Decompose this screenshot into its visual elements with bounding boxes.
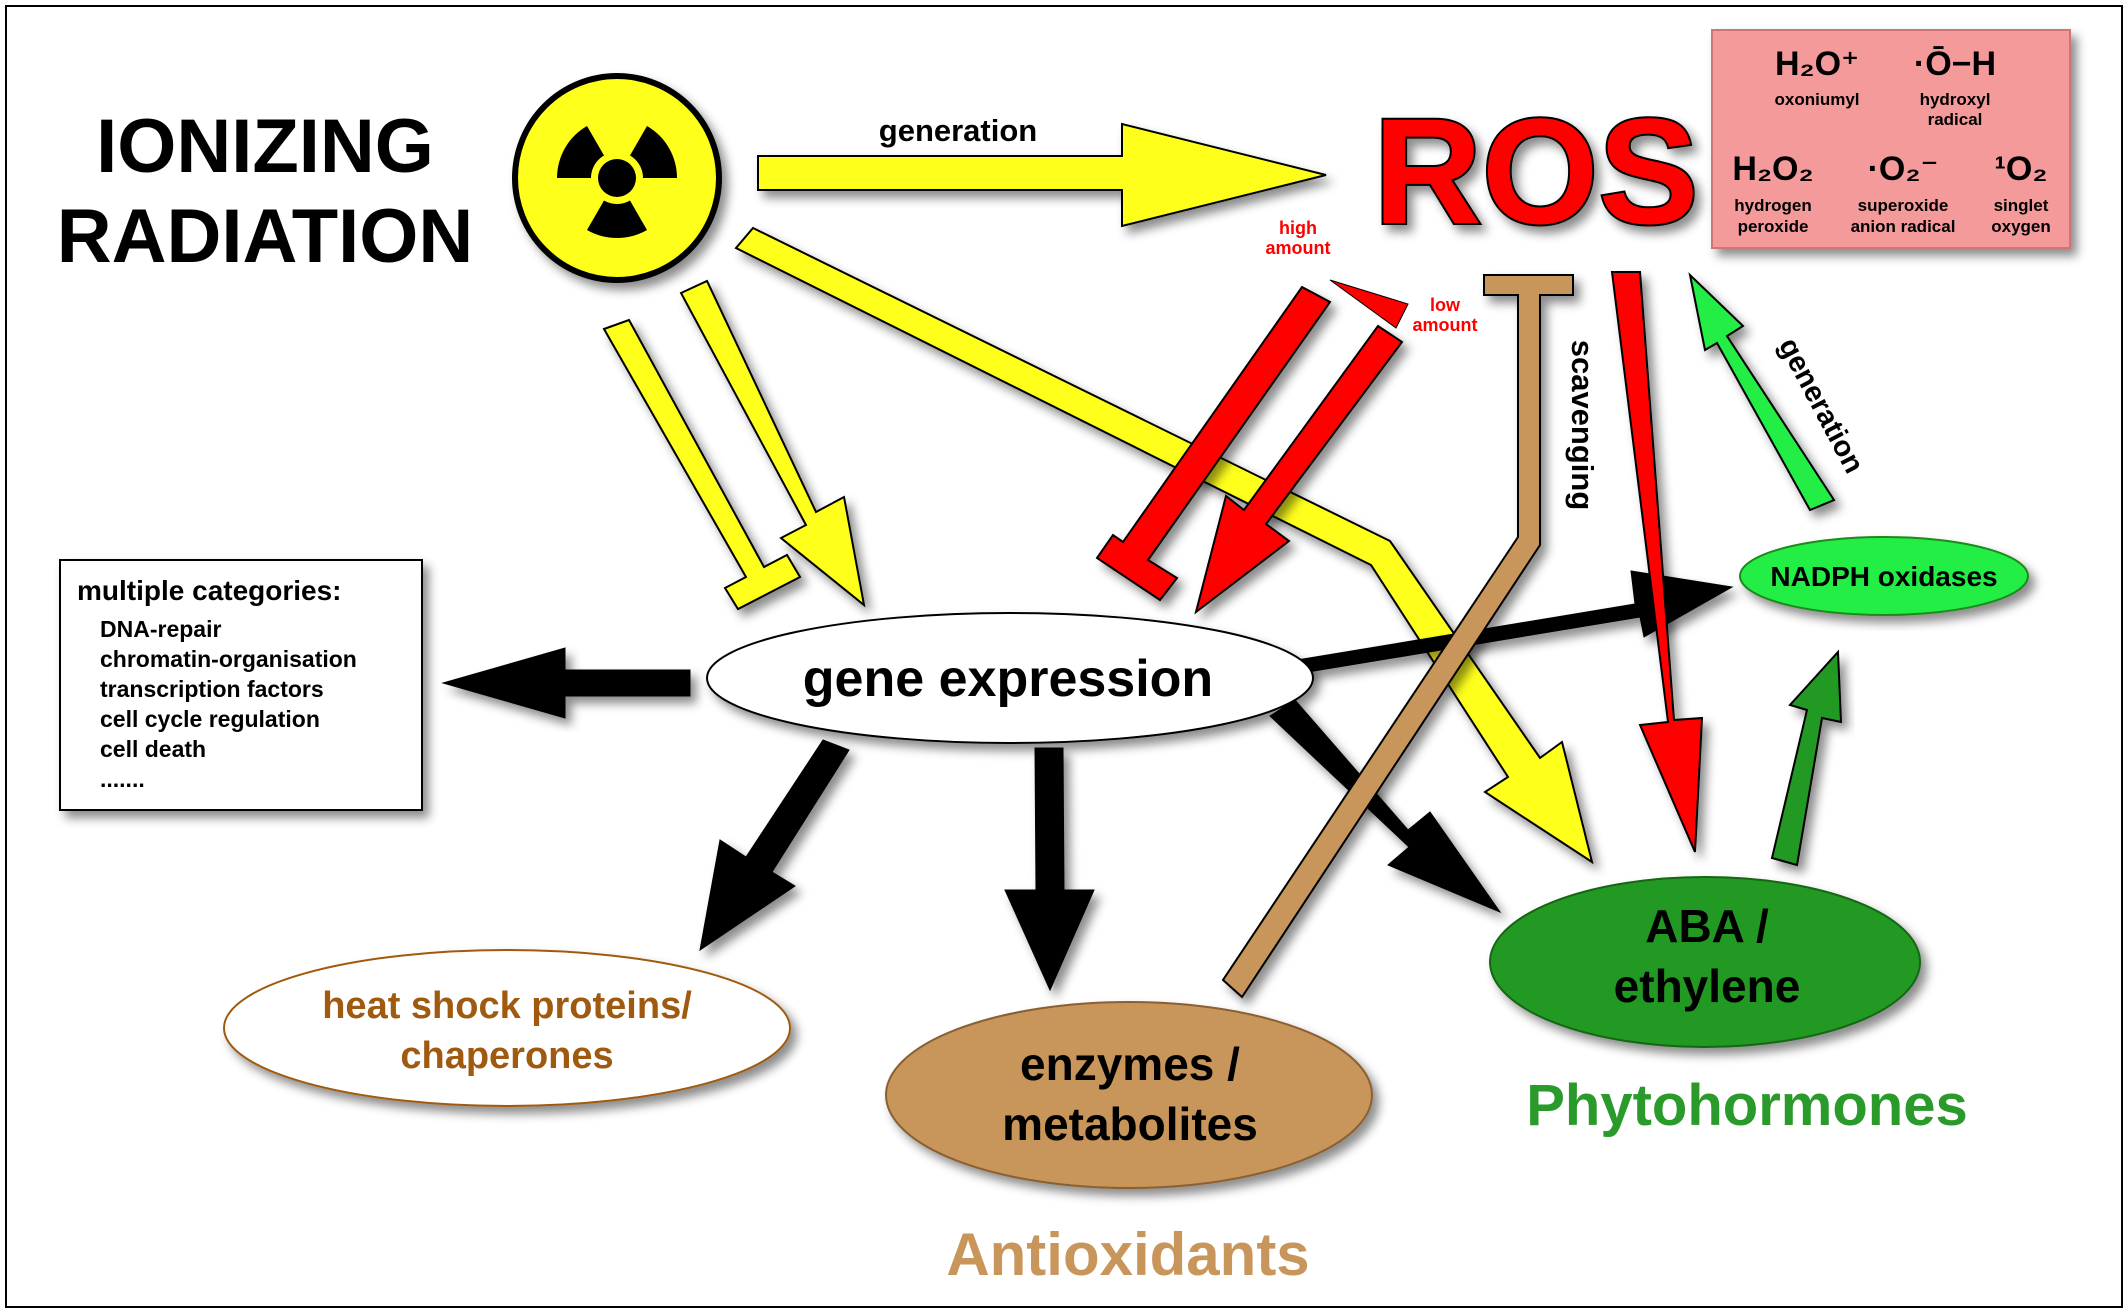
arrow-ros-low-gene-expression (1194, 324, 1404, 615)
label-aba: ABA / (1645, 900, 1769, 952)
category-item: chromatin-organisation (100, 646, 357, 672)
species-superoxide-formula: ·O₂⁻ (1868, 150, 1939, 188)
node-nadph-oxidases (1739, 536, 2029, 616)
species-superoxide-name-2: anion radical (1851, 217, 1956, 236)
label-antioxidants: Antioxidants (946, 1221, 1309, 1288)
label-metabolites: metabolites (1002, 1098, 1258, 1150)
arrow-gene-to-enzymes (1004, 747, 1095, 992)
node-enzymes-metabolites (885, 1001, 1373, 1189)
species-singlet-formula: ¹O₂ (1995, 150, 2048, 188)
node-aba-ethylene (1489, 876, 1921, 1048)
arrows-layer (441, 122, 1843, 999)
ros-species-box (1711, 29, 2071, 249)
label-enzymes: enzymes / (1020, 1038, 1240, 1090)
arrow-nadph-to-ros (1688, 272, 1836, 512)
label-ethylene: ethylene (1614, 960, 1801, 1012)
arrow-gene-to-nadph (1284, 570, 1734, 676)
category-item: DNA-repair (100, 616, 221, 642)
arrow-gene-to-aba (1269, 699, 1502, 914)
label-generation-top: generation (879, 113, 1037, 148)
species-hydroxyl-name-1: hydroxyl (1920, 90, 1991, 109)
title-ionizing: IONIZING (96, 104, 434, 189)
species-superoxide-name-1: superoxide (1858, 196, 1949, 215)
species-hydroxyl-formula: ·Ō−H (1914, 45, 1996, 83)
label-nadph-oxidases: NADPH oxidases (1770, 561, 1997, 592)
node-gene-expression (706, 612, 1314, 744)
species-hydroxyl-name-2: radical (1928, 110, 1983, 129)
species-oxoniumyl-formula: H₂O⁺ (1775, 45, 1859, 83)
inhibit-radiation-gene-expression (602, 318, 802, 611)
species-h2o2-name-2: peroxide (1738, 217, 1809, 236)
category-item: transcription factors (100, 676, 324, 702)
species-oxoniumyl-name: oxoniumyl (1774, 90, 1859, 109)
arrow-radiation-to-gene-expression (679, 279, 866, 608)
label-hsp-1: heat shock proteins/ (322, 985, 692, 1027)
category-item: cell cycle regulation (100, 706, 320, 732)
categories-heading: multiple categories: (77, 575, 342, 606)
inhibit-antioxidants-scavenging-ros (1221, 274, 1574, 999)
label-low-amount-1: low (1430, 295, 1461, 315)
category-item: ....... (100, 766, 145, 792)
label-phytohormones: Phytohormones (1526, 1073, 1968, 1138)
label-high-amount-2: amount (1266, 238, 1331, 258)
arrow-radiation-to-ros (757, 122, 1327, 228)
inhibit-ros-high-gene-expression (1095, 285, 1332, 602)
label-high-amount-1: high (1279, 218, 1317, 238)
category-item: cell death (100, 736, 206, 762)
species-singlet-name-2: oxygen (1991, 217, 2051, 236)
node-heat-shock-proteins (223, 949, 791, 1107)
species-h2o2-formula: H₂O₂ (1732, 150, 1813, 188)
arrow-gene-to-hsp (699, 739, 850, 952)
title-radiation: RADIATION (57, 194, 474, 279)
arrow-aba-to-nadph (1770, 649, 1843, 867)
species-singlet-name-1: singlet (1994, 196, 2049, 215)
label-low-amount-2: amount (1413, 315, 1478, 335)
radiation-hazard-icon (512, 73, 722, 283)
ros-title: ROS (1373, 87, 1698, 255)
amount-ramp-triangle (1329, 279, 1409, 329)
species-h2o2-name-1: hydrogen (1734, 196, 1811, 215)
arrow-ros-to-aba (1610, 271, 1704, 853)
arrow-gene-to-categories (441, 647, 691, 719)
label-gene-expression: gene expression (803, 650, 1213, 708)
label-hsp-2: chaperones (400, 1035, 613, 1077)
categories-box (59, 559, 423, 811)
label-scavenging: scavenging (1565, 340, 1600, 511)
